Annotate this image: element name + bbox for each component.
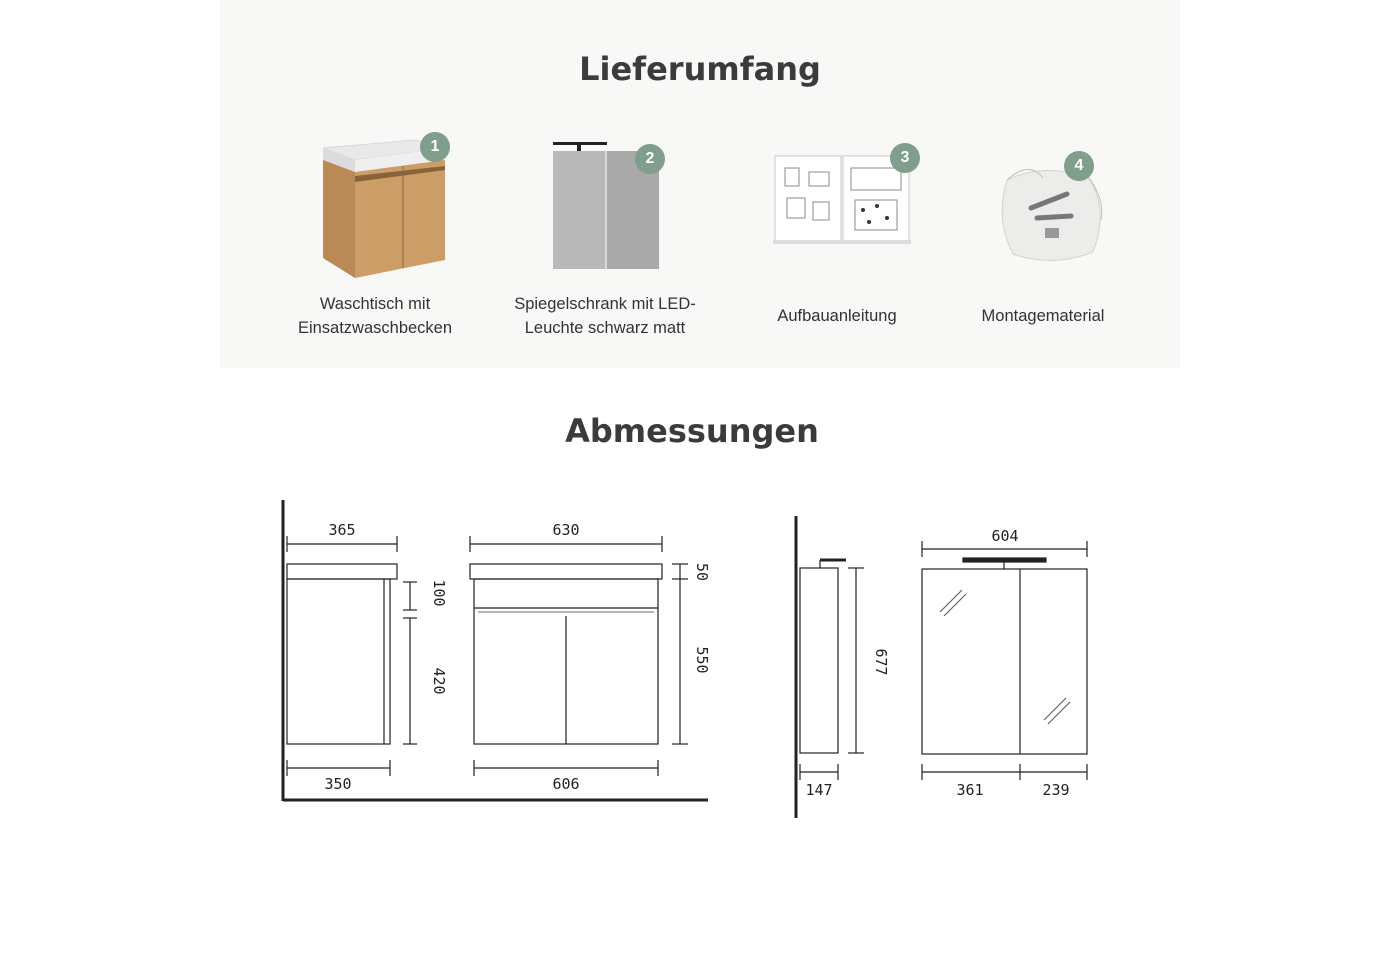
dim-mirror-right-door: 239 [1042, 781, 1069, 799]
dimensions-title: Abmessungen [565, 412, 819, 450]
item-number-badge: 2 [635, 144, 665, 174]
dim-vanity-basin-height: 100 [430, 579, 448, 606]
dim-vanity-side-depth-top: 365 [328, 521, 355, 539]
vanity-cabinet-icon [322, 139, 446, 278]
item-label-line2: Leuchte schwarz matt [524, 319, 686, 337]
item-label-line1: Aufbauanleitung [777, 307, 897, 325]
dim-mirror-side-height: 677 [872, 648, 890, 675]
delivery-item-mirror-cabinet: 2 Spiegelschrank mit LED- Leuchte schwar… [495, 120, 715, 350]
delivery-item-hardware: 4 Montagematerial [933, 120, 1153, 350]
dim-vanity-cabinet-height: 420 [430, 667, 448, 694]
item-label-line1: Waschtisch mit [319, 295, 431, 313]
delivery-title: Lieferumfang [579, 50, 821, 88]
dim-mirror-side-depth: 147 [805, 781, 832, 799]
hardware-bag-icon [1001, 169, 1103, 261]
delivery-item-vanity: 1 Waschtisch mit Einsatzwaschbecken [265, 120, 485, 350]
dim-vanity-front-basin-height: 50 [693, 563, 711, 581]
dim-vanity-front-width-top: 630 [552, 521, 579, 539]
item-label-line2: Einsatzwaschbecken [297, 319, 453, 337]
dim-vanity-side-depth-bottom: 350 [324, 775, 351, 793]
item-number-badge: 1 [420, 132, 450, 162]
item-number-badge: 3 [890, 143, 920, 173]
dim-vanity-front-width-bottom: 606 [552, 775, 579, 793]
delivery-item-manual: 3 Aufbauanleitung [727, 120, 947, 350]
item-number-badge: 4 [1064, 151, 1094, 181]
dim-mirror-left-door: 361 [956, 781, 983, 799]
dim-mirror-front-width: 604 [991, 527, 1018, 545]
dim-vanity-front-total-height: 550 [693, 646, 711, 673]
item-label-line1: Montagematerial [981, 307, 1105, 325]
item-label-line1: Spiegelschrank mit LED- [514, 295, 696, 313]
